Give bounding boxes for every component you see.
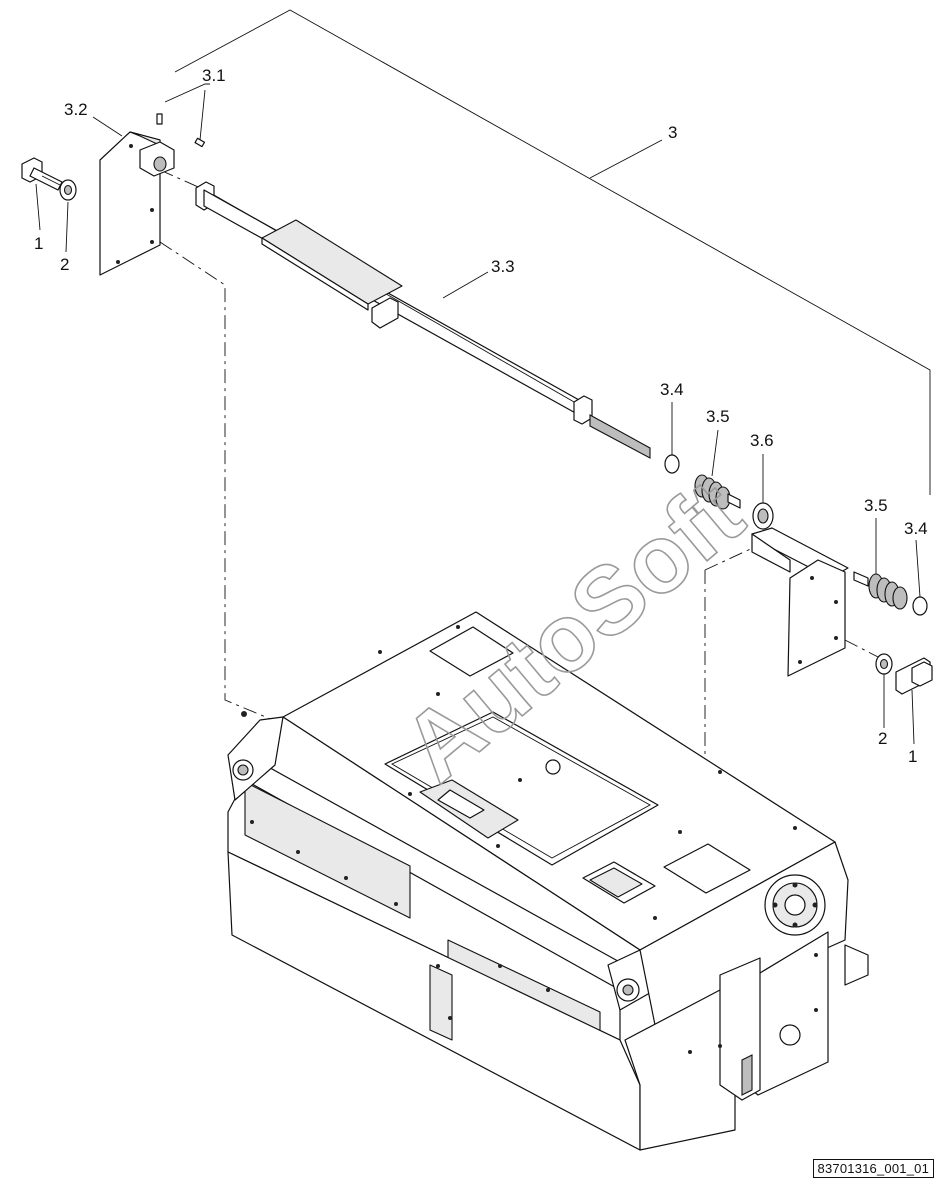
left-bolt	[21, 157, 63, 191]
right-bracket	[751, 527, 849, 677]
callout-leaders	[35, 83, 921, 745]
telescopic-shaft	[195, 181, 651, 459]
callout-3-6: 3.6	[750, 431, 774, 450]
callout-3-5-left: 3.5	[706, 407, 730, 426]
spring-right	[853, 571, 908, 610]
callout-2-left: 2	[60, 255, 69, 274]
assembly-bracket-lines	[174, 9, 931, 495]
spring-left	[694, 474, 741, 510]
right-bolt	[895, 657, 933, 695]
callout-3-1: 3.1	[202, 66, 226, 85]
callout-3-2: 3.2	[64, 100, 88, 119]
left-washer	[59, 179, 77, 201]
circlip-right	[912, 596, 928, 616]
bearing	[752, 502, 774, 530]
right-washer	[875, 653, 893, 675]
callout-3-5-right: 3.5	[864, 496, 888, 515]
left-bracket	[99, 113, 206, 276]
callout-3-4-right: 3.4	[904, 519, 928, 538]
callout-3-4-left: 3.4	[660, 380, 684, 399]
main-housing	[227, 611, 869, 1151]
drawing-reference-number: 83701316_001_01	[812, 1159, 934, 1178]
circlip-left	[664, 454, 680, 474]
callout-2-right: 2	[878, 729, 887, 748]
callout-1-left: 1	[34, 234, 43, 253]
callout-labels: 1 2 3.2 3.1 3 3.3 3.4 3.5 3.6 3.5 3.4 2 …	[34, 66, 928, 766]
callout-3-3: 3.3	[491, 257, 515, 276]
callout-3: 3	[668, 123, 677, 142]
callout-1-right: 1	[908, 747, 917, 766]
